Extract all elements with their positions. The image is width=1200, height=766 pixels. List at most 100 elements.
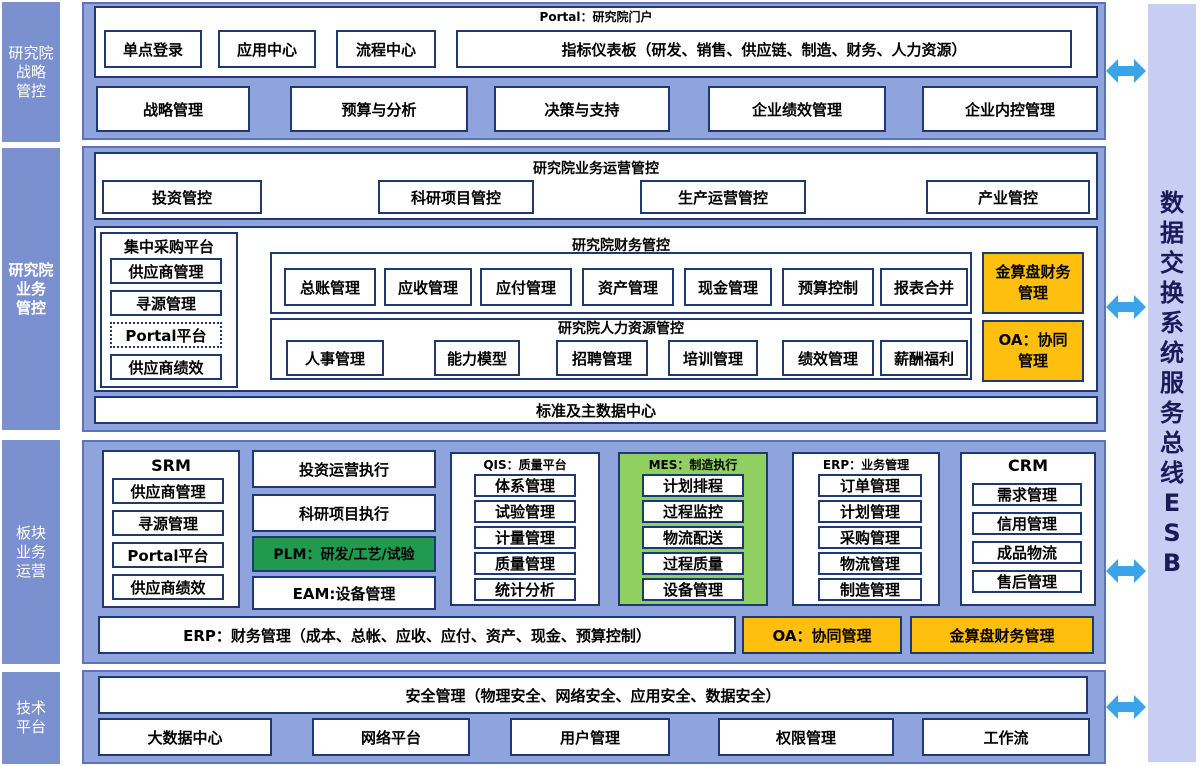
mes-item[interactable]: 设备管理 — [642, 578, 744, 601]
tech-item[interactable]: 工作流 — [922, 718, 1090, 756]
portal-item[interactable]: 流程中心 — [336, 30, 436, 68]
erp-biz-title: ERP：业务管理 — [822, 458, 910, 472]
ops-control-item[interactable]: 生产运营管控 — [640, 180, 806, 214]
security-mgmt-box[interactable]: 安全管理（物理安全、网络安全、应用安全、数据安全） — [98, 676, 1088, 714]
erp-biz-item[interactable]: 计划管理 — [818, 500, 922, 523]
hr-item[interactable]: 薪酬福利 — [880, 340, 968, 376]
mgmt-item[interactable]: 预算与分析 — [290, 86, 468, 132]
finance-item[interactable]: 预算控制 — [782, 268, 874, 306]
qis-item[interactable]: 体系管理 — [474, 474, 576, 497]
esb-label-char: 系 — [1160, 309, 1184, 337]
esb-label-char: S — [1163, 519, 1181, 547]
jinsuanpan-finance-box[interactable]: 金算盘财务管理 — [982, 252, 1084, 314]
qis-item[interactable]: 统计分析 — [474, 578, 576, 601]
erp-biz-item[interactable]: 订单管理 — [818, 474, 922, 497]
srm-item[interactable]: 供应商绩效 — [112, 574, 224, 600]
portal-item[interactable]: 应用中心 — [218, 30, 316, 68]
tech-item[interactable]: 用户管理 — [510, 718, 670, 756]
qis-title: QIS：质量平台 — [483, 458, 567, 472]
ops-control-item[interactable]: 产业管控 — [926, 180, 1090, 214]
esb-label-char: B — [1162, 549, 1182, 577]
mgmt-item[interactable]: 企业内控管理 — [922, 86, 1098, 132]
srm-item[interactable]: 供应商管理 — [112, 478, 224, 504]
mes-title: MES：制造执行 — [648, 458, 738, 472]
esb-label-char: 据 — [1160, 219, 1184, 247]
crm-title: CRM — [1008, 456, 1048, 475]
crm-item[interactable]: 信用管理 — [972, 512, 1082, 535]
qis-item[interactable]: 质量管理 — [474, 552, 576, 575]
invest-exec-box[interactable]: 投资运营执行 — [252, 450, 436, 488]
esb-label-char: 务 — [1160, 399, 1184, 427]
ops-control-title: 研究院业务运营管控 — [533, 161, 659, 177]
double-arrow-icon — [1106, 559, 1146, 583]
crm-item[interactable]: 成品物流 — [972, 541, 1082, 564]
mgmt-item[interactable]: 企业绩效管理 — [708, 86, 886, 132]
erp-biz-item[interactable]: 采购管理 — [818, 526, 922, 549]
jinsuanpan-ops-box[interactable]: 金算盘财务管理 — [910, 616, 1094, 654]
ops-control-item[interactable]: 投资管控 — [102, 180, 262, 214]
srm-item[interactable]: Portal平台 — [112, 542, 224, 568]
oa-collab-box[interactable]: OA：协同管理 — [982, 320, 1084, 382]
tech-item[interactable]: 大数据中心 — [98, 718, 272, 756]
mes-item[interactable]: 过程监控 — [642, 500, 744, 523]
purchase-item[interactable]: 寻源管理 — [110, 290, 222, 316]
side-label-tech: 技术 平台 — [2, 672, 60, 764]
purchase-title: 集中采购平台 — [123, 238, 214, 256]
purchase-item[interactable]: 供应商绩效 — [110, 354, 222, 380]
crm-item[interactable]: 售后管理 — [972, 570, 1082, 593]
mes-item[interactable]: 物流配送 — [642, 526, 744, 549]
srm-title: SRM — [151, 456, 191, 475]
hr-item[interactable]: 招聘管理 — [556, 340, 648, 376]
hr-item[interactable]: 绩效管理 — [782, 340, 874, 376]
purchase-item[interactable]: 供应商管理 — [110, 258, 222, 284]
hr-item[interactable]: 能力模型 — [434, 340, 520, 376]
erp-finance-box[interactable]: ERP：财务管理（成本、总帐、应收、应付、资产、现金、预算控制） — [98, 616, 736, 654]
double-arrow-icon — [1106, 59, 1146, 83]
ops-control-item[interactable]: 科研项目管控 — [378, 180, 534, 214]
plm-box[interactable]: PLM：研发/工艺/试验 — [252, 536, 436, 572]
erp-biz-item[interactable]: 制造管理 — [818, 578, 922, 601]
oa-collab-ops-box[interactable]: OA：协同管理 — [742, 616, 902, 654]
mgmt-item[interactable]: 战略管理 — [96, 86, 250, 132]
erp-biz-item[interactable]: 物流管理 — [818, 552, 922, 575]
side-label-strategy: 研究院 战略 管控 — [2, 2, 60, 142]
side-label-ops: 板块 业务 运营 — [2, 440, 60, 664]
finance-item[interactable]: 报表合并 — [880, 268, 968, 306]
hr-item[interactable]: 人事管理 — [286, 340, 384, 376]
tech-item[interactable]: 网络平台 — [312, 718, 470, 756]
finance-item[interactable]: 资产管理 — [582, 268, 674, 306]
qis-item[interactable]: 试验管理 — [474, 500, 576, 523]
mgmt-item[interactable]: 决策与支持 — [494, 86, 670, 132]
portal-dashboard[interactable]: 指标仪表板（研发、销售、供应链、制造、财务、人力资源） — [456, 30, 1072, 68]
esb-label-char: 服 — [1160, 369, 1184, 397]
esb-label-char: 线 — [1160, 459, 1184, 487]
finance-item[interactable]: 总账管理 — [284, 268, 376, 306]
double-arrow-icon — [1106, 295, 1146, 319]
finance-item[interactable]: 应付管理 — [480, 268, 572, 306]
purchase-item[interactable]: Portal平台 — [110, 322, 222, 348]
finance-item[interactable]: 应收管理 — [384, 268, 472, 306]
esb-label-char: 换 — [1160, 279, 1184, 307]
mes-item[interactable]: 计划排程 — [642, 474, 744, 497]
esb-label-char: 总 — [1160, 429, 1184, 457]
hr-title: 研究院人力资源管控 — [558, 321, 684, 337]
master-data-center[interactable]: 标准及主数据中心 — [94, 396, 1098, 424]
esb-label-char: 交 — [1160, 249, 1184, 277]
finance-item[interactable]: 现金管理 — [684, 268, 772, 306]
hr-item[interactable]: 培训管理 — [668, 340, 758, 376]
research-exec-box[interactable]: 科研项目执行 — [252, 494, 436, 532]
eam-box[interactable]: EAM:设备管理 — [252, 576, 436, 610]
side-label-business: 研究院 业务 管控 — [2, 148, 60, 430]
portal-item[interactable]: 单点登录 — [104, 30, 202, 68]
crm-item[interactable]: 需求管理 — [972, 483, 1082, 506]
double-arrow-icon — [1106, 695, 1146, 719]
tech-item[interactable]: 权限管理 — [718, 718, 894, 756]
portal-title: Portal：研究院门户 — [539, 10, 653, 24]
mes-item[interactable]: 过程质量 — [642, 552, 744, 575]
qis-item[interactable]: 计量管理 — [474, 526, 576, 549]
esb-label-char: 数 — [1160, 189, 1184, 217]
esb-label-char: E — [1163, 489, 1181, 517]
srm-item[interactable]: 寻源管理 — [112, 510, 224, 536]
